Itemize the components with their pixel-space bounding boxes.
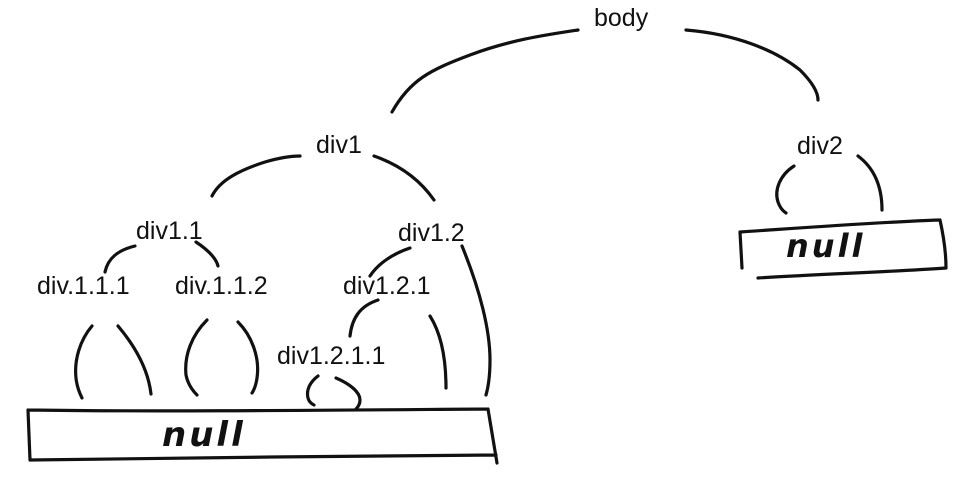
node-div1-2: div1.2	[398, 219, 465, 247]
edge-body-div2	[684, 28, 820, 102]
edge-div1-2-null	[460, 244, 492, 397]
edge-body-div1	[390, 28, 580, 114]
paren-div1-1-1-right	[116, 324, 153, 396]
edge-div1-div1-2	[372, 154, 436, 202]
edge-div1-div1-1	[210, 154, 302, 198]
node-div1: div1	[316, 131, 362, 159]
paren-div1-1-1-left	[74, 324, 94, 400]
paren-div1-2-1-1-right	[334, 376, 362, 411]
edge-div1-2-1-null	[428, 314, 448, 390]
null-label-right: null	[786, 227, 866, 265]
node-div1-1-1: div.1.1.1	[37, 272, 130, 300]
edge-div1-1-child1	[103, 244, 137, 274]
edge-div1-2-div1-2-1	[368, 246, 412, 278]
node-div1-2-1-1: div1.2.1.1	[277, 342, 386, 370]
node-body: body	[594, 4, 649, 32]
paren-div1-1-2-right	[236, 320, 260, 395]
node-div1-1-2: div.1.1.2	[175, 272, 268, 300]
null-box-left-outline	[26, 407, 499, 465]
edge-div1-1-child2	[194, 240, 220, 268]
node-div1-1: div1.1	[136, 217, 203, 245]
node-div1-2-1: div1.2.1	[343, 272, 431, 300]
node-div2: div2	[797, 132, 843, 160]
paren-div1-1-2-left	[184, 318, 209, 397]
paren-div2-right	[856, 154, 884, 212]
null-label-left: null	[162, 415, 246, 455]
edge-div1-2-1-div1-2-1-1	[348, 298, 380, 338]
paren-div2-left	[775, 164, 796, 215]
paren-div1-2-1-1-left	[305, 374, 320, 407]
null-box-right-outline	[738, 218, 948, 280]
